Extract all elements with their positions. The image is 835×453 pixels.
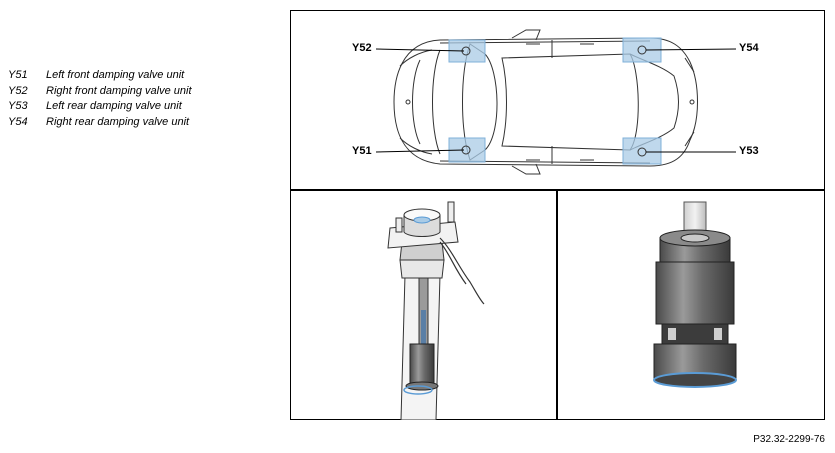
legend-item-y51: Y51 Left front damping valve unit: [8, 68, 192, 84]
legend-code: Y52: [8, 84, 28, 97]
legend-text: Right rear damping valve unit: [46, 115, 190, 128]
legend: Y51 Left front damping valve unit Y52 Ri…: [8, 68, 192, 130]
legend-item-y54: Y54 Right rear damping valve unit: [8, 115, 192, 131]
legend-item-y53: Y53 Left rear damping valve unit: [8, 99, 192, 115]
valve-unit-highlights: [448, 37, 662, 165]
callout-y51: Y51: [352, 145, 372, 157]
legend-code: Y53: [8, 100, 28, 112]
legend-text: Left rear damping valve unit: [46, 100, 182, 112]
legend-code: Y51: [8, 69, 28, 81]
highlight-y53: [622, 137, 662, 165]
figure-drawing: [290, 10, 825, 420]
legend-text: Right front damping valve unit: [46, 84, 192, 97]
callout-y52: Y52: [352, 42, 372, 54]
callout-leaders: [375, 48, 737, 153]
legend-item-y52: Y52 Right front damping valve unit: [8, 84, 192, 100]
figure: Y52 Y54 Y51 Y53: [290, 10, 825, 420]
legend-text: Left front damping valve unit: [46, 69, 185, 81]
callout-y54: Y54: [739, 42, 759, 54]
figure-reference: P32.32-2299-76: [753, 434, 825, 445]
valve-unit-illustration: [653, 201, 737, 388]
legend-code: Y54: [8, 115, 28, 128]
callout-y53: Y53: [739, 145, 759, 157]
strut-illustration: [387, 201, 485, 420]
